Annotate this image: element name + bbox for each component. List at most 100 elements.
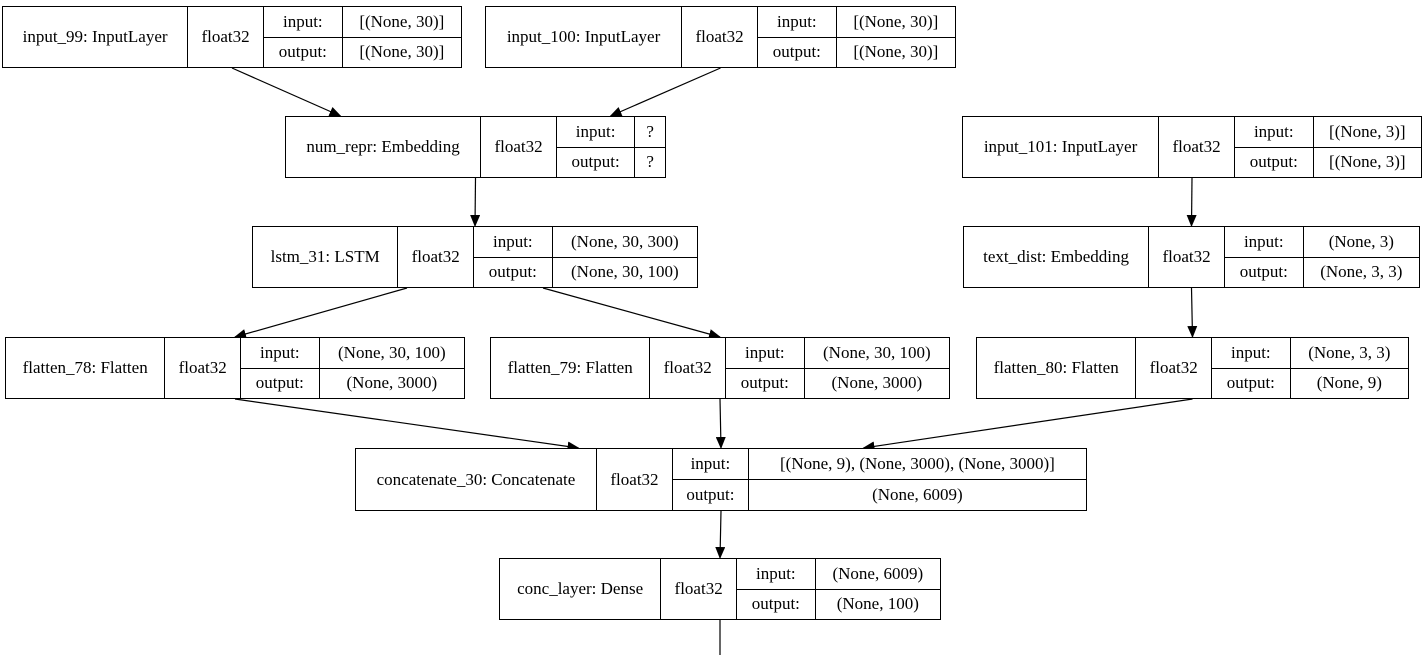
output-row: output:(None, 3000) [726,367,949,398]
edge-flatten-78-to-concatenate-30 [234,398,580,452]
input-label: input: [241,338,320,368]
edge-lstm-31-to-flatten-79 [542,287,721,339]
input-row: input:(None, 30, 100) [241,338,464,368]
edge-input-100-to-num-repr [609,67,721,117]
input-label: input: [264,7,343,37]
layer-name: text_dist: Embedding [964,227,1150,287]
input-row: input: [(None, 9), (None, 3000), (None, 3… [673,449,1086,479]
layer-dtype: float32 [481,117,557,177]
output-shape: ? [646,152,654,172]
io-table: input:?output:? [557,117,665,177]
input-shape: (None, 3, 3) [1308,342,1391,362]
layer-name: num_repr: Embedding [286,117,482,177]
output-shape: (None, 3000) [831,373,923,393]
output-shape: (None, 9) [1316,373,1382,393]
io-table: input:(None, 30, 300)output: (None, 30, 1… [474,227,697,287]
input-shape: (None, 3) [1328,231,1394,251]
input-shape: ? [646,121,654,141]
output-shape: (None, 3000) [346,373,438,393]
input-label: input: [737,559,816,589]
io-table: input:[(None, 3)]output:[(None, 3)] [1235,117,1421,177]
edge-input-99-to-num-repr [231,67,342,117]
output-row: output:(None, 3000) [241,367,464,398]
output-label: output: [557,147,636,177]
edge-concatenate-30-to-conc-layer [715,510,726,559]
io-table: input: (None, 30, 100) output:(None, 3000) [726,338,949,398]
input-label: input: [673,449,749,479]
io-table: input: [(None, 9), (None, 3000), (None, 3… [673,449,1086,510]
output-row: output:? [557,146,665,177]
output-shape: (None, 100) [836,594,919,614]
input-label: input: [758,7,837,37]
layer-dtype: float32 [1159,117,1235,177]
layer-name: input_99: InputLayer [3,7,189,67]
input-label: input: [1235,117,1314,147]
io-table: input: [(None, 30)] output: [(None, 30)] [758,7,955,67]
input-shape: [(None, 30)] [359,11,445,31]
output-row: output: (None, 6009) [673,479,1086,510]
output-row: output: (None, 9) [1212,367,1408,398]
input-shape: [(None, 3)] [1329,121,1406,141]
edge-input-101-to-text-dist [1186,177,1197,227]
output-row: output:(None, 100) [737,588,940,619]
output-row: output: [(None, 30)] [758,36,955,67]
output-shape: [(None, 30)] [853,42,939,62]
input-row: input: (None, 3, 3) [1212,338,1408,368]
output-shape: (None, 30, 100) [571,262,679,282]
input-shape: (None, 6009) [832,563,924,583]
layer-dtype: float32 [1136,338,1212,398]
layer-name: flatten_80: Flatten [977,338,1137,398]
io-table: input:[(None, 30)]output:[(None, 30)] [264,7,461,67]
output-shape: (None, 6009) [872,485,963,504]
input-row: input:? [557,117,665,147]
layer-name: input_101: InputLayer [963,117,1160,177]
layer-dtype: float32 [650,338,726,398]
layer-name: input_100: InputLayer [486,7,683,67]
input-shape: [(None, 30)] [853,11,939,31]
edge-flatten-80-to-concatenate-30 [862,398,1193,452]
output-shape: (None, 3, 3) [1320,262,1403,282]
layer-name: flatten_79: Flatten [491,338,651,398]
edge-num-repr-to-lstm-31 [470,177,481,227]
layer-name: concatenate_30: Concatenate [356,449,597,510]
output-label: output: [673,480,749,510]
input-label: input: [1212,338,1291,368]
layer-dtype: float32 [1149,227,1225,287]
input-label: input: [726,338,805,368]
input-label: input: [1225,227,1304,257]
input-shape: (None, 30, 100) [823,342,931,362]
input-row: input: (None, 6009) [737,559,940,589]
edge-lstm-31-to-flatten-78 [234,287,408,339]
input-shape: [(None, 9), (None, 3000), (None, 3000)] [780,454,1055,473]
io-table: input: (None, 3) output: (None, 3, 3) [1225,227,1419,287]
input-row: input:(None, 30, 300) [474,227,697,257]
io-table: input: (None, 6009) output:(None, 100) [737,559,940,619]
output-label: output: [1212,368,1291,398]
output-shape: [(None, 30)] [359,42,445,62]
output-label: output: [758,37,837,67]
io-table: input:(None, 30, 100)output:(None, 3000) [241,338,464,398]
input-row: input: (None, 3) [1225,227,1419,257]
layer-dtype: float32 [188,7,264,67]
output-row: output: (None, 3, 3) [1225,256,1419,287]
input-label: input: [557,117,636,147]
layer-dtype: float32 [165,338,241,398]
edge-flatten-79-to-concatenate-30 [715,398,726,449]
output-label: output: [474,257,553,287]
layer-dtype: float32 [398,227,474,287]
input-row: input: [(None, 30)] [758,7,955,37]
input-row: input: [(None, 30)] [264,7,461,37]
io-table: input: (None, 3, 3) output: (None, 9) [1212,338,1408,398]
layer-dtype: float32 [597,449,673,510]
layer-name: flatten_78: Flatten [6,338,166,398]
output-label: output: [1225,257,1304,287]
